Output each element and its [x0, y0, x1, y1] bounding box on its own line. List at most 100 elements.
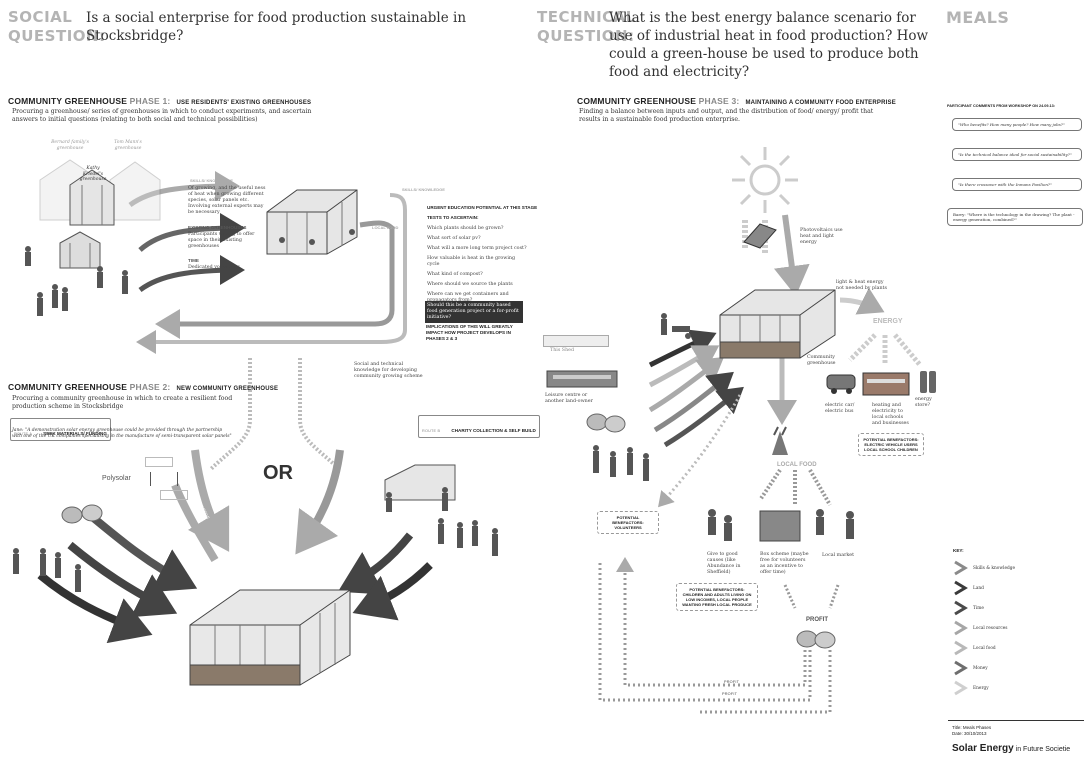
volunteers-p3-illustration [593, 445, 649, 481]
self-build-illustration [384, 464, 456, 512]
partner-logo [160, 490, 188, 500]
benefactors-energy: POTENTIAL BENEFACTORS: ELECTRIC VEHICLE … [858, 433, 924, 456]
benefactors-food: POTENTIAL BENEFACTORS: CHILDREN AND ADUL… [676, 583, 758, 611]
key-swatch [954, 680, 968, 696]
social-knowledge-note: Social and technical knowledge for devel… [354, 362, 423, 379]
key-item-label: Money [973, 666, 988, 671]
arrow-label-skills-right: SKILLS/ KNOWLEDGE [402, 187, 445, 192]
profit-flow-label-2: PROFIT [722, 692, 738, 696]
footer-title-line: Title: Meals Phases [952, 725, 992, 730]
polysolar-logo: Polysolar [102, 475, 131, 482]
sun-icon [732, 147, 798, 213]
footer-divider [948, 720, 1084, 721]
footer-date-line: Date: 30/10/2013 [952, 730, 987, 736]
local-food-label: LOCAL FOOD [777, 462, 817, 468]
phase1-title: COMMUNITY GREENHOUSE PHASE 1:USE RESIDEN… [8, 96, 312, 106]
test-item: What will a more long term project cost? [427, 246, 527, 251]
key-item-label: Time [973, 606, 984, 611]
arrow-label-time: TIME [188, 258, 199, 263]
dark-question-box: Should this be a community based food ge… [425, 301, 523, 323]
key-swatches [954, 560, 968, 696]
or-divider: OR [263, 462, 293, 484]
test-item: Where should we source the plants [427, 282, 513, 287]
comment-bubble: "Is there crossover with the Inmans Pavi… [952, 178, 1082, 191]
time-text: Dedicated volunteers [188, 265, 240, 270]
phase3-title: COMMUNITY GREENHOUSE PHASE 3:MAINTAINING… [577, 96, 896, 106]
vegetables-icon [772, 426, 788, 455]
test-item: Where can we get containers and propagat… [427, 292, 509, 303]
profit-flow-label: PROFIT [724, 680, 740, 684]
electric-car-note: electric car/ electric bus [825, 403, 855, 414]
phase1-greenhouse-illustration [266, 189, 358, 255]
test-item: What kind of compost? [427, 272, 483, 277]
skills-text: Of growing, and the useful ness of heat … [188, 186, 266, 215]
photovoltaics-note: Photovoltaics use heat and light energy [800, 228, 843, 245]
small-greenhouse-illustration [59, 231, 101, 269]
test-item: How valuable is heat in the growing cycl… [427, 256, 516, 267]
energy-label: ENERGY [873, 318, 903, 325]
key-item-label: Local food [973, 646, 996, 651]
phase2-greenhouse-illustration [189, 589, 351, 686]
key-item-label: Land [973, 586, 984, 591]
gh-label-tom: Tom Mann's greenhouse [114, 140, 142, 151]
phase3-greenhouse-illustration [719, 289, 836, 359]
arrow-label-existing: EXISTING GREENHOUSES [188, 225, 247, 230]
key-item-label: Energy [973, 686, 989, 691]
footer-brand-rest: in Future Societie [1013, 746, 1071, 753]
test-item: Which plants should be grown? [427, 226, 504, 231]
technical-question: What is the best energy balance scenario… [609, 10, 929, 80]
benefactors-volunteers: POTENTIAL BENEFACTORS: VOLUNTEERS [597, 511, 659, 534]
key-item-label: Skills & knowledge [973, 566, 1016, 571]
phase3-description: Finding a balance between inputs and out… [579, 108, 874, 123]
wheelbarrow-person-icon [661, 313, 691, 339]
key-swatch [954, 580, 968, 596]
social-question: Is a social enterprise for food producti… [86, 10, 467, 44]
this-shed-label: This Shed [550, 348, 575, 353]
shed-illustration [543, 335, 609, 347]
light-heat-note: light & heat energy not needed by plants [836, 280, 887, 291]
route-a-tag: ROUTE A SEEK MATERIALS/ FUNDING [10, 418, 111, 441]
comments-title: PARTICIPANT COMMENTS FROM WORKSHOP ON 24… [947, 104, 1056, 108]
give-good-causes: Give to good causes (like Abundance in S… [707, 552, 741, 575]
key-swatch [954, 620, 968, 636]
route-a-people-illustration [13, 548, 81, 592]
key-item-label: Local resources [973, 626, 1008, 631]
key-swatch [954, 560, 968, 576]
footer-brand-bold: Solar Energy [952, 743, 1014, 754]
existing-text: Participants willing to offer space in t… [188, 232, 255, 249]
profit-coins-icon [796, 630, 836, 649]
arrow-label-skills: SKILLS/ KNOWLEDGE [190, 178, 233, 183]
route-b-tag: ROUTE B CHARITY COLLECTION & SELF BUILD [418, 415, 540, 438]
logo-brace [150, 472, 178, 486]
route-a-quote: Jane: "A demonstration solar energy gree… [12, 428, 232, 439]
money-coins-icon-p3 [586, 413, 626, 433]
comment-bubble: Barry: "Where is the technology in the d… [947, 208, 1083, 226]
meals-tag: MEALS [946, 8, 1010, 27]
energy-destinations-illustration [826, 371, 936, 396]
partner-logo [145, 457, 173, 467]
route-b-people-illustration [438, 518, 498, 556]
gh-label-kathy: Kathy Kriedel's greenhouse [79, 166, 107, 183]
heating-note: heating and electricity to local schools… [872, 403, 909, 426]
key-list: Skills & knowledge Land Time Local resou… [953, 560, 1063, 710]
phase2-description: Procuring a community greenhouse in whic… [12, 395, 233, 410]
gh-label-bernard: Bernard family's greenhouse [51, 140, 89, 151]
test-item: What sort of solar pv? [427, 236, 481, 241]
food-distribution-illustration [708, 509, 854, 542]
residents-greenhouses-illustration [39, 159, 161, 226]
footer-brand: Solar Energy in Future Societie [952, 743, 1070, 754]
money-coins-icon [61, 504, 103, 524]
leisure-note: Leisure centre or another land-owner [545, 393, 593, 404]
key-title: KEY: [953, 548, 964, 553]
volunteers-illustration [25, 246, 128, 316]
tests-list: Which plants should be grown? What sort … [427, 226, 527, 308]
profit-label: PROFIT [806, 617, 828, 623]
solar-panel-icon [743, 223, 777, 249]
footer-meta: Title: Meals Phases Date: 30/10/2013 [952, 725, 991, 736]
urgent-education: URGENT EDUCATION POTENTIAL AT THIS STAGE [427, 205, 538, 210]
comment-bubble: "Who benefits? How many people? How many… [952, 118, 1082, 131]
local-market: Local market [822, 553, 855, 558]
key-swatch [954, 600, 968, 616]
key-swatch [954, 660, 968, 676]
